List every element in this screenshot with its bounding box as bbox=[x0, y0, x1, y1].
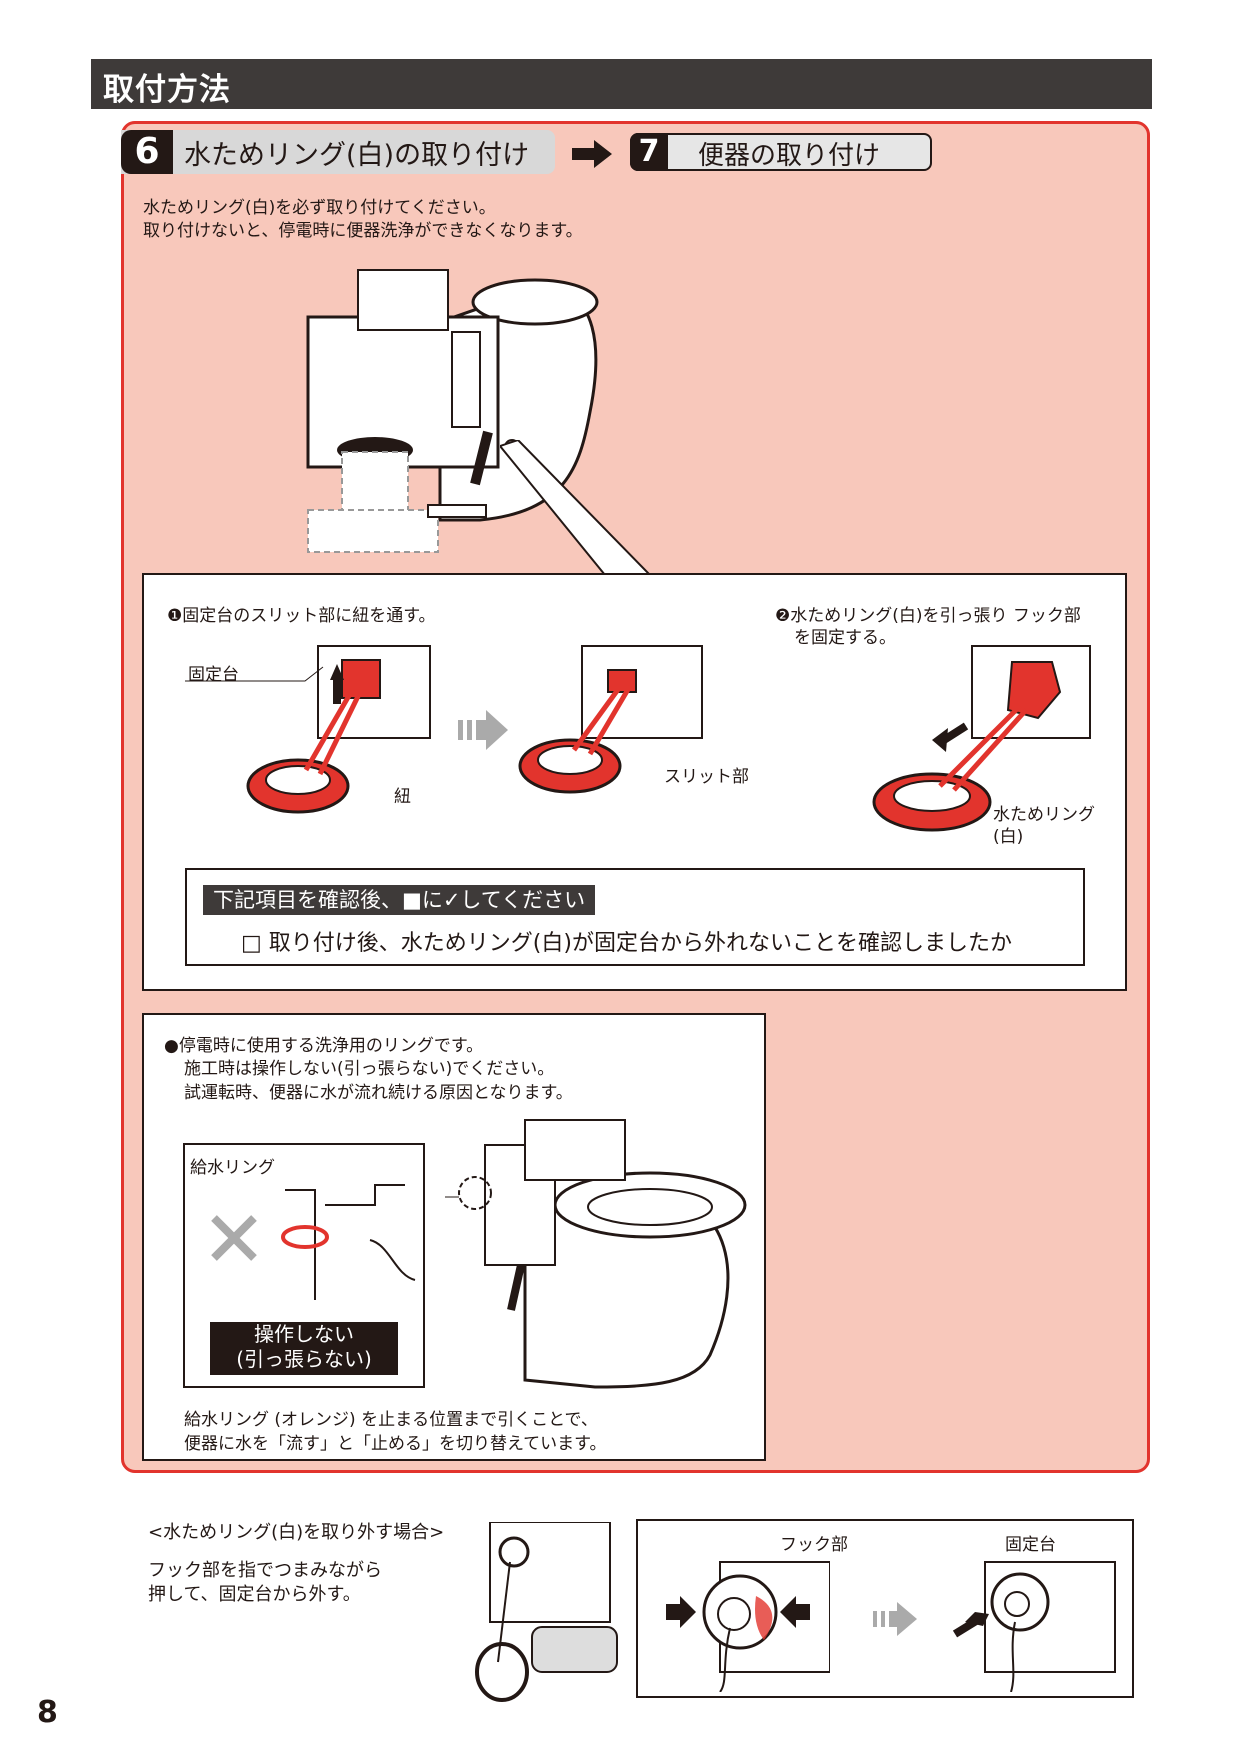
label-slit: スリット部 bbox=[664, 767, 749, 787]
section-header: 取付方法 bbox=[91, 59, 1152, 109]
removal-title: <水ためリング(白)を取り外す場合> bbox=[148, 1522, 445, 1543]
procedure-illustration-3 bbox=[872, 645, 1091, 832]
label-base-removal: 固定台 bbox=[1005, 1535, 1056, 1555]
callout-pointer bbox=[500, 440, 653, 576]
checklist-item[interactable]: □ 取り付け後、水ためリング(白)が固定台から外れないことを確認しましたか bbox=[241, 931, 1012, 956]
removal-detail-illustration-1 bbox=[666, 1561, 830, 1692]
label-water-ring-1: 水ためリング bbox=[993, 805, 1095, 825]
label-hook: フック部 bbox=[780, 1535, 848, 1555]
do-not-operate-tag: 操作しない (引っ張らない) bbox=[210, 1322, 398, 1375]
proceed-arrow-icon-2 bbox=[873, 1602, 917, 1636]
intro-note-1: 水ためリング(白)を必ず取り付けてください。 bbox=[143, 198, 496, 218]
intro-note-2: 取り付けないと、停電時に便器洗浄ができなくなります。 bbox=[143, 221, 583, 241]
caution-footer-1: 給水リング (オレンジ) を止まる位置まで引くことで、 bbox=[184, 1410, 598, 1430]
step7-tab bbox=[630, 133, 932, 171]
toilet-rear-illustration bbox=[306, 269, 599, 553]
caution-text-1: ●停電時に使用する洗浄用のリングです。 bbox=[164, 1036, 484, 1056]
section-title: 取付方法 bbox=[103, 72, 231, 108]
removal-text-1: フック部を指でつまみながら bbox=[148, 1560, 382, 1581]
checklist-box bbox=[185, 868, 1085, 966]
page-number: 8 bbox=[37, 1695, 58, 1730]
label-water-ring-2: (白) bbox=[993, 827, 1024, 847]
proceed-arrow-icon bbox=[458, 710, 508, 750]
label-base: 固定台 bbox=[188, 665, 239, 685]
procedure-illustration-2 bbox=[518, 645, 703, 794]
removal-overview-illustration bbox=[475, 1522, 618, 1702]
step6-label: 水ためリング(白)の取り付け bbox=[184, 140, 530, 171]
caution-footer-2: 便器に水を「流す」と「止める」を切り替えています。 bbox=[184, 1434, 607, 1454]
inset-label-supply-ring: 給水リング bbox=[190, 1158, 275, 1178]
toilet-side-illustration bbox=[445, 1119, 747, 1389]
step6-number: 6 bbox=[121, 130, 173, 174]
step7-number: 7 bbox=[630, 133, 668, 171]
warn-line-1: 操作しない bbox=[254, 1322, 354, 1346]
caution-text-3: 試運転時、便器に水が流れ続ける原因となります。 bbox=[184, 1083, 573, 1103]
procedure-illustration-1 bbox=[246, 645, 431, 814]
step7-label: 便器の取り付け bbox=[698, 141, 881, 171]
label-string: 紐 bbox=[394, 787, 411, 807]
arrow-right-icon bbox=[572, 140, 612, 168]
removal-text-2: 押して、固定台から外す。 bbox=[148, 1584, 361, 1605]
step6-tab bbox=[121, 130, 555, 174]
procedure-step1-text: ❶固定台のスリット部に紐を通す。 bbox=[167, 606, 436, 626]
leader-line-base bbox=[185, 666, 324, 682]
supply-ring-illustration bbox=[281, 1184, 416, 1300]
prohibited-x-icon bbox=[211, 1215, 257, 1261]
procedure-step2-text-2: を固定する。 bbox=[794, 628, 896, 648]
procedure-step2-text-1: ❷水ためリング(白)を引っ張り フック部 bbox=[775, 606, 1081, 626]
checklist-title: 下記項目を確認後、■に✓してください bbox=[203, 885, 596, 915]
warn-line-2: (引っ張らない) bbox=[236, 1347, 372, 1371]
removal-detail-illustration-2 bbox=[952, 1561, 1116, 1692]
caution-text-2: 施工時は操作しない(引っ張らない)でください。 bbox=[184, 1059, 555, 1079]
